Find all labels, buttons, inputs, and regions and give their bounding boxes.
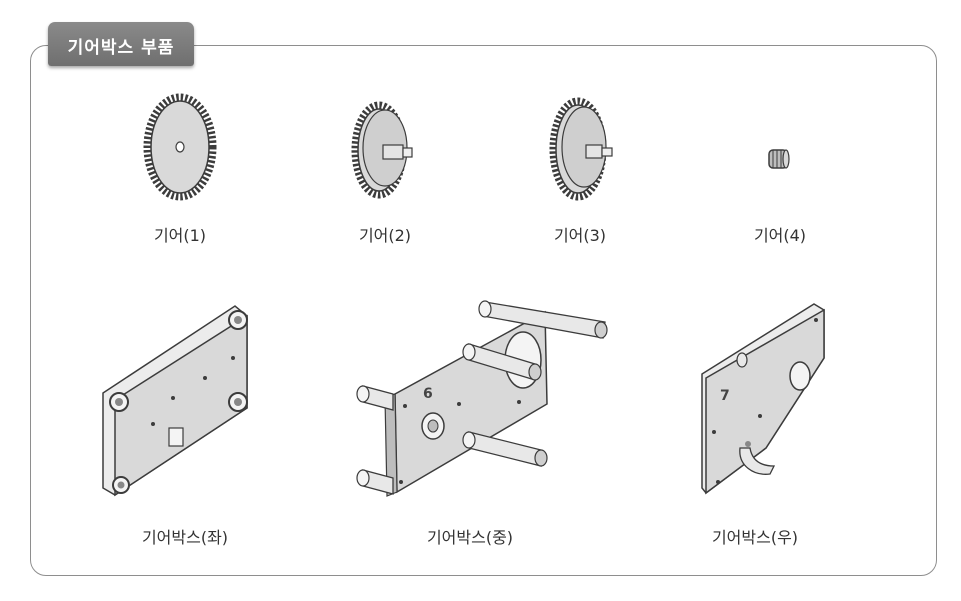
gearbox-left-plate-icon (102, 305, 248, 497)
gear-3-item (546, 97, 626, 202)
large-gear-icon (143, 93, 217, 201)
gearbox-right-item: 7 (690, 298, 830, 498)
gear-with-shaft-icon (351, 101, 413, 199)
section-title: 기어박스 부품 (67, 38, 175, 58)
gear-3-label: 기어(3) (553, 226, 607, 245)
gear-4-label: 기어(4) (753, 226, 807, 245)
gear-2-item (345, 100, 425, 200)
gearbox-middle-marking: 6 (423, 386, 433, 402)
gearbox-right-plate-icon: 7 (701, 303, 825, 495)
gearbox-middle-item: 6 (355, 294, 610, 509)
gearbox-middle-label: 기어박스(중) (426, 528, 514, 547)
gear-1-label: 기어(1) (153, 226, 207, 245)
parts-panel-frame (30, 45, 937, 576)
small-pinion-gear-icon (768, 149, 790, 169)
gear-1-item (130, 93, 230, 205)
gearbox-left-label: 기어박스(좌) (141, 528, 229, 547)
gearbox-middle-plate-icon: 6 (356, 300, 608, 497)
section-title-tab: 기어박스 부품 (48, 22, 194, 66)
gear-2-label: 기어(2) (358, 226, 412, 245)
gearbox-right-marking: 7 (720, 388, 730, 404)
gearbox-left-item (95, 298, 265, 503)
gear-4-item (764, 145, 794, 175)
gear-with-shaft-icon (549, 97, 613, 201)
gearbox-right-label: 기어박스(우) (711, 528, 799, 547)
